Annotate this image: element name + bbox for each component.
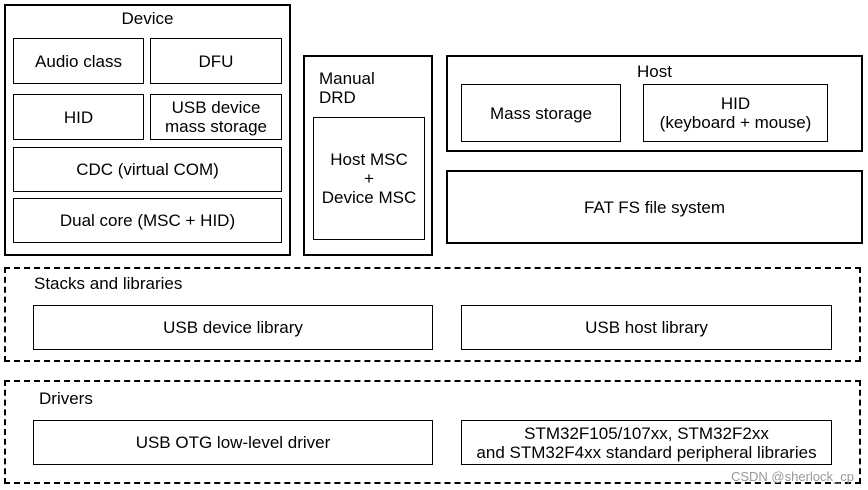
- watermark: CSDN @sherlock_cp: [730, 469, 854, 484]
- cdc-label: CDC (virtual COM): [76, 160, 219, 179]
- stacks-group: Stacks and libraries: [4, 267, 861, 362]
- host-device-msc-label: Host MSC + Device MSC: [321, 150, 417, 207]
- audio-class-label: Audio class: [35, 51, 122, 71]
- usb-host-library-label: USB host library: [585, 318, 708, 337]
- drivers-group: Drivers: [4, 380, 861, 484]
- manual-drd-title: Manual DRD: [319, 69, 375, 107]
- drivers-group-title: Drivers: [39, 389, 93, 408]
- hid-host-box: HID (keyboard + mouse): [643, 84, 828, 142]
- usb-device-library-box: USB device library: [33, 305, 433, 350]
- mass-storage-box: Mass storage: [461, 84, 621, 142]
- cdc-box: CDC (virtual COM): [13, 147, 282, 192]
- hid-device-label: HID: [63, 107, 94, 127]
- host-device-msc-box: Host MSC + Device MSC: [313, 117, 425, 240]
- fatfs-box: FAT FS file system: [446, 170, 863, 244]
- usb-device-mass-storage-box: USB device mass storage: [150, 94, 282, 140]
- fatfs-label: FAT FS file system: [583, 197, 726, 217]
- device-group-title: Device: [121, 9, 174, 28]
- dfu-label: DFU: [198, 51, 234, 71]
- stacks-group-title: Stacks and libraries: [34, 274, 183, 293]
- dual-core-label: Dual core (MSC + HID): [59, 211, 236, 230]
- usb-host-library-box: USB host library: [461, 305, 832, 350]
- hid-host-label: HID (keyboard + mouse): [659, 94, 812, 132]
- hid-device-box: HID: [13, 94, 144, 140]
- usb-otg-driver-label: USB OTG low-level driver: [135, 433, 331, 452]
- stm32-peripheral-libraries-box: STM32F105/107xx, STM32F2xx and STM32F4xx…: [461, 420, 832, 465]
- usb-device-mass-storage-label: USB device mass storage: [164, 98, 268, 136]
- dual-core-box: Dual core (MSC + HID): [13, 198, 282, 243]
- stm32-peripheral-libraries-label: STM32F105/107xx, STM32F2xx and STM32F4xx…: [476, 423, 817, 462]
- mass-storage-label: Mass storage: [489, 103, 593, 123]
- audio-class-box: Audio class: [13, 38, 144, 84]
- usb-otg-driver-box: USB OTG low-level driver: [33, 420, 433, 465]
- usb-device-library-label: USB device library: [163, 318, 303, 337]
- host-group-title: Host: [637, 62, 672, 81]
- dfu-box: DFU: [150, 38, 282, 84]
